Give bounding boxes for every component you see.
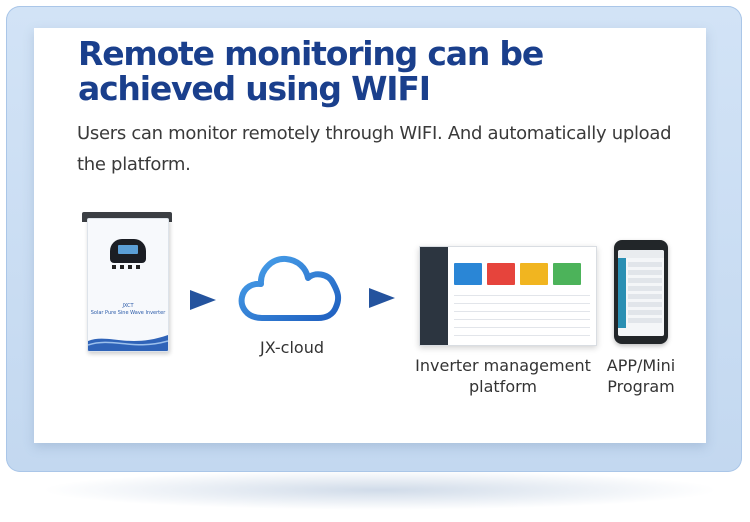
platform-table-row [454,319,590,320]
inverter-brand: JXCT [122,303,134,309]
arrow-right-icon [190,290,216,310]
arrow-right-icon [369,288,395,308]
inverter-wave-decoration [88,335,168,351]
platform-table-row [454,335,590,336]
phone-list-row [628,278,662,283]
phone-screen [618,250,664,336]
phone-list-row [628,310,662,315]
app-label: APP/Mini Program [606,356,676,396]
platform-tile-red [487,263,515,285]
page-subtitle: Users can monitor remotely through WIFI.… [77,123,672,175]
platform-table-row [454,303,590,304]
cloud-icon [238,255,342,321]
platform-tile-green [553,263,581,285]
inverter-lcd [118,245,138,254]
phone-image [614,240,668,344]
platform-table-row [454,311,590,312]
page-title: Remote monitoring can be achieved using … [78,34,544,108]
cloud-label: JX-cloud [260,338,324,357]
platform-label: Inverter management platform [415,356,591,396]
platform-sidebar [420,247,448,345]
phone-list-row [628,294,662,299]
inverter-buttons [112,265,144,269]
inverter-body: JXCT Solar Pure Sine Wave Inverter [87,218,169,352]
platform-table-row [454,295,590,296]
phone-list-row [628,302,662,307]
phone-header [618,250,664,258]
inverter-display [110,239,146,263]
inverter-model: Solar Pure Sine Wave Inverter [90,310,166,316]
phone-sidebar [618,258,626,328]
platform-table-row [454,327,590,328]
phone-list-row [628,318,662,323]
inverter-label: JXCT Solar Pure Sine Wave Inverter [88,303,168,317]
phone-list-row [628,270,662,275]
phone-list-row [628,262,662,267]
platform-tile-yellow [520,263,548,285]
frame-shadow [40,470,720,510]
platform-tile-blue [454,263,482,285]
phone-list-row [628,286,662,291]
platform-screenshot [419,246,597,346]
inverter-top [82,212,172,222]
inverter-image: JXCT Solar Pure Sine Wave Inverter [82,212,172,352]
